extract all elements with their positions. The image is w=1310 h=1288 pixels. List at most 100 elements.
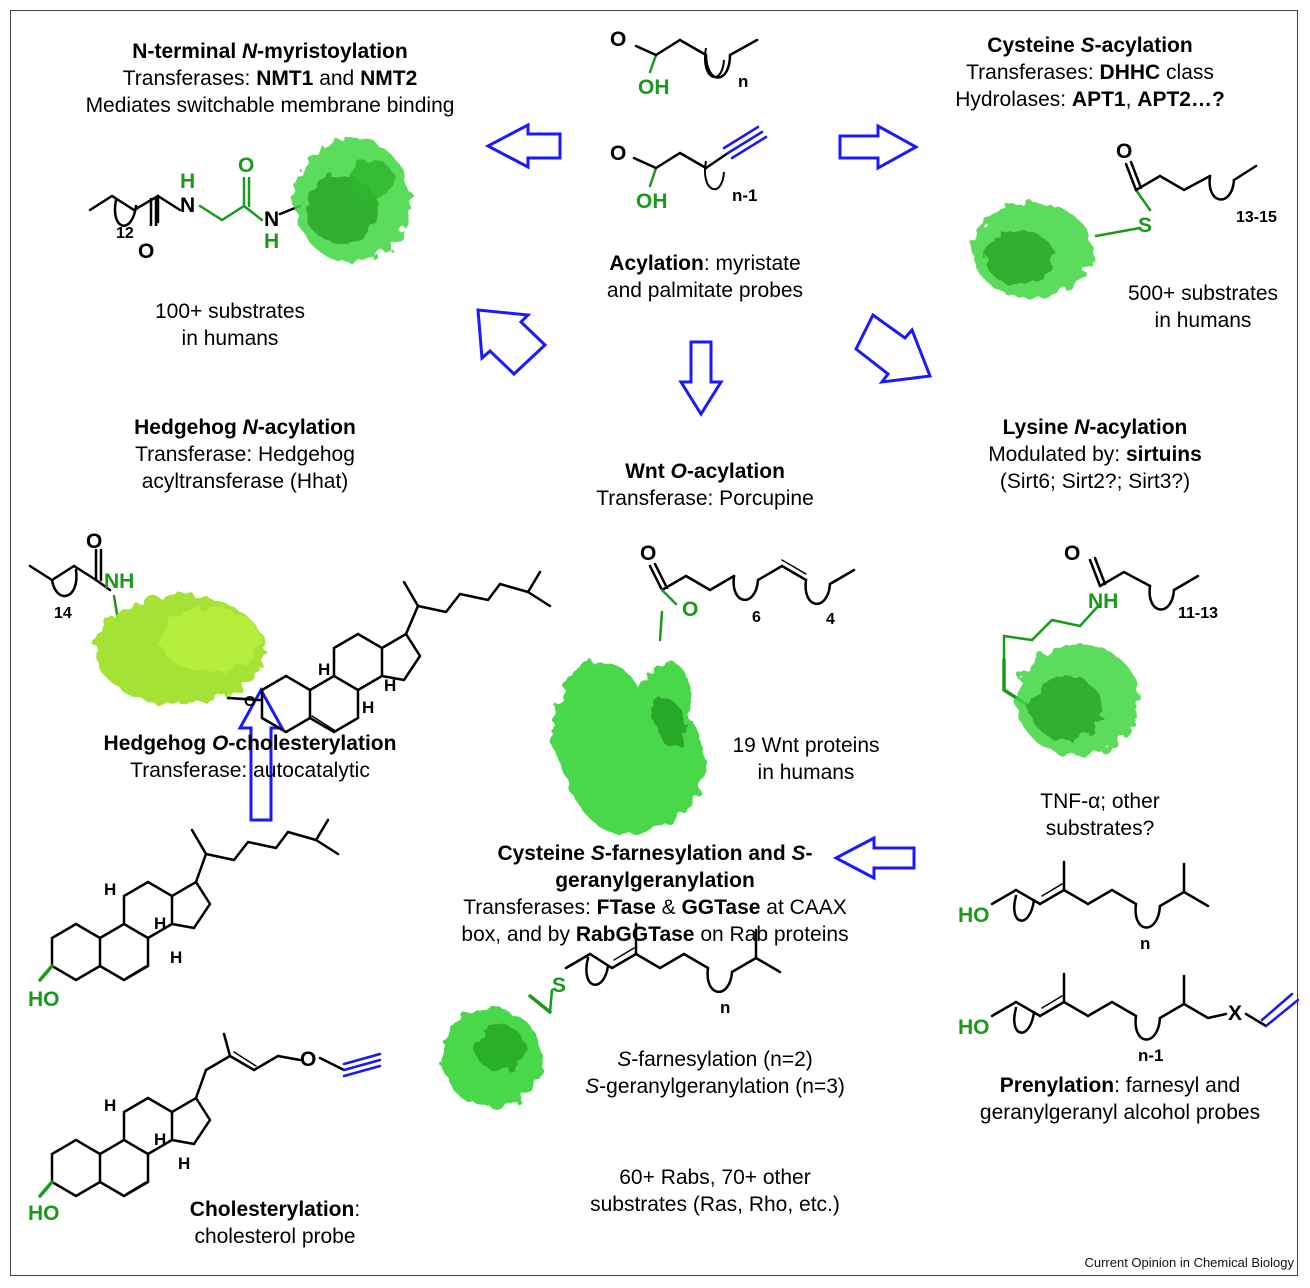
atom-h: H (180, 170, 196, 193)
lys-count: TNF-α; other substrates? (1020, 788, 1180, 842)
hh-o-title: Hedgehog O-cholesterylation (103, 732, 397, 755)
arrow-right-to-cys (838, 123, 920, 171)
atom-n: N (264, 208, 280, 231)
subscript-14: 14 (54, 605, 72, 622)
atom-h: H (178, 1154, 191, 1173)
chol-probe-line2: cholesterol probe (194, 1225, 356, 1248)
nmyr-count: 100+ substrates in humans (130, 298, 330, 352)
atom-s: S (552, 974, 567, 997)
figure-frame (10, 10, 1298, 1276)
atom-nh: NH (1088, 590, 1119, 613)
lys-count-line1: TNF-α; other (1040, 790, 1160, 813)
atom-o: O (682, 598, 699, 621)
atom-h: H (154, 1130, 167, 1149)
cys-title: Cysteine S-acylation (987, 34, 1193, 57)
cholesterol-probe-structure (38, 1032, 382, 1198)
hh-o-line2: Transferase: autocatalytic (130, 759, 370, 782)
atom-h: H (104, 1096, 117, 1115)
atom-nh: NH (104, 570, 135, 593)
nmyr-title: N-terminal N-myristoylation (132, 40, 408, 63)
label-n-minus-1: n-1 (1138, 1046, 1164, 1065)
atom-h: H (384, 676, 397, 695)
wnt-line2: Transferase: Porcupine (596, 487, 814, 510)
atom-o: O (1116, 140, 1133, 163)
center-title: Acylation: myristate (609, 252, 801, 275)
lys-count-line2: substrates? (1045, 817, 1155, 840)
atom-ho: HO (958, 1016, 990, 1039)
prenyl-count-line2: substrates (Ras, Rho, etc.) (590, 1193, 840, 1216)
subscript-4: 4 (826, 611, 835, 628)
cys-count-line2: in humans (1154, 309, 1252, 332)
atom-oh: OH (638, 76, 670, 99)
atom-ho: HO (28, 1202, 60, 1225)
atom-o: O (244, 693, 256, 710)
arrow-down-right-to-lys (854, 312, 933, 384)
label-n: n (720, 998, 731, 1017)
lys-title: Lysine N-acylation (1002, 416, 1188, 439)
hh-cholesterol-structure (226, 570, 552, 734)
prenyl-chain-structure (528, 922, 782, 1014)
protein-nmyr (294, 138, 410, 262)
arrow-left-to-nmyr (484, 122, 562, 170)
fatty-acid-structure (634, 38, 759, 79)
wnt-count: 19 Wnt proteins in humans (716, 732, 896, 786)
cholesterol-structure (38, 818, 340, 982)
prenyl-probe-line2: geranylgeranyl alcohol probes (979, 1101, 1261, 1124)
atom-h: H (264, 230, 280, 253)
prenyl-count: 60+ Rabs, 70+ other substrates (Ras, Rho… (560, 1164, 870, 1218)
subscript-12: 12 (116, 225, 134, 242)
hh-n-title: Hedgehog N-acylation (134, 416, 356, 439)
prenyl-probe-title: Prenylation: farnesyl and (999, 1074, 1241, 1097)
chol-probe-title: Cholesterylation: (189, 1198, 361, 1221)
hh-n-text: Hedgehog N-acylation Transferase: Hedgeh… (100, 414, 390, 495)
atom-h: H (318, 660, 331, 679)
protein-prenyl (442, 1008, 542, 1108)
atom-h: H (104, 880, 117, 899)
cys-hydrolases: Hydrolases: APT1, APT2…? (955, 88, 1225, 111)
nmyr-description: Mediates switchable membrane binding (85, 94, 455, 117)
nmyr-carbonyl (149, 198, 158, 226)
center-text: Acylation: myristate and palmitate probe… (560, 250, 850, 304)
farnesylation-line: S-farnesylation (n=2) (617, 1048, 813, 1071)
arrow-down-left-to-hh (476, 308, 548, 377)
atom-o: O (238, 154, 255, 177)
center-line2: and palmitate probes (606, 279, 804, 302)
prenyl-main-transferases: Transferases: FTase & GGTase at CAAX (463, 896, 847, 919)
paren-n-left (703, 47, 725, 79)
atom-h: H (362, 698, 375, 717)
atom-ho: HO (28, 988, 60, 1011)
atom-o: O (610, 28, 627, 51)
arrow-up-to-hho (237, 686, 285, 822)
atom-h: H (170, 948, 183, 967)
prenyl-probe-structure (990, 972, 1300, 1041)
atom-o: O (138, 240, 155, 263)
subscript-11-13: 11-13 (1178, 605, 1219, 622)
prenyl-main-text: Cysteine S-farnesylation and S- geranylg… (420, 840, 890, 948)
lys-line3: (Sirt6; Sirt2?; Sirt3?) (999, 470, 1191, 493)
label-n-minus-1: n-1 (732, 186, 758, 205)
cys-count: 500+ substrates in humans (1108, 280, 1298, 334)
atom-o: O (640, 542, 657, 565)
wnt-count-line2: in humans (757, 761, 855, 784)
subscript-6: 6 (752, 609, 761, 626)
cys-count-line1: 500+ substrates (1127, 282, 1278, 305)
atom-o: O (300, 1048, 317, 1071)
figure-credit: Current Opinion in Chemical Biology (1084, 1255, 1294, 1270)
wnt-title: Wnt O-acylation (625, 460, 785, 483)
nmyr-count-line2: in humans (181, 327, 279, 350)
cys-text: Cysteine S-acylation Transferases: DHHC … (920, 32, 1260, 113)
protein-lys (1016, 644, 1140, 756)
hh-n-line3: acyltransferase (Hhat) (141, 470, 349, 493)
protein-wnt (551, 661, 705, 836)
label-n: n (738, 72, 749, 91)
alkyne-probe-structure (632, 125, 768, 188)
atom-o: O (86, 530, 103, 553)
geranylgeranylation-line: S-geranylgeranylation (n=3) (585, 1075, 845, 1098)
atom-h: H (154, 914, 167, 933)
chol-probe-text: Cholesterylation: cholesterol probe (160, 1196, 390, 1250)
prenyl-main-box: box, and by RabGGTase on Rab proteins (461, 923, 849, 946)
wnt-count-line1: 19 Wnt proteins (732, 734, 880, 757)
cys-structure (1094, 160, 1258, 238)
atom-oh: OH (636, 190, 668, 213)
